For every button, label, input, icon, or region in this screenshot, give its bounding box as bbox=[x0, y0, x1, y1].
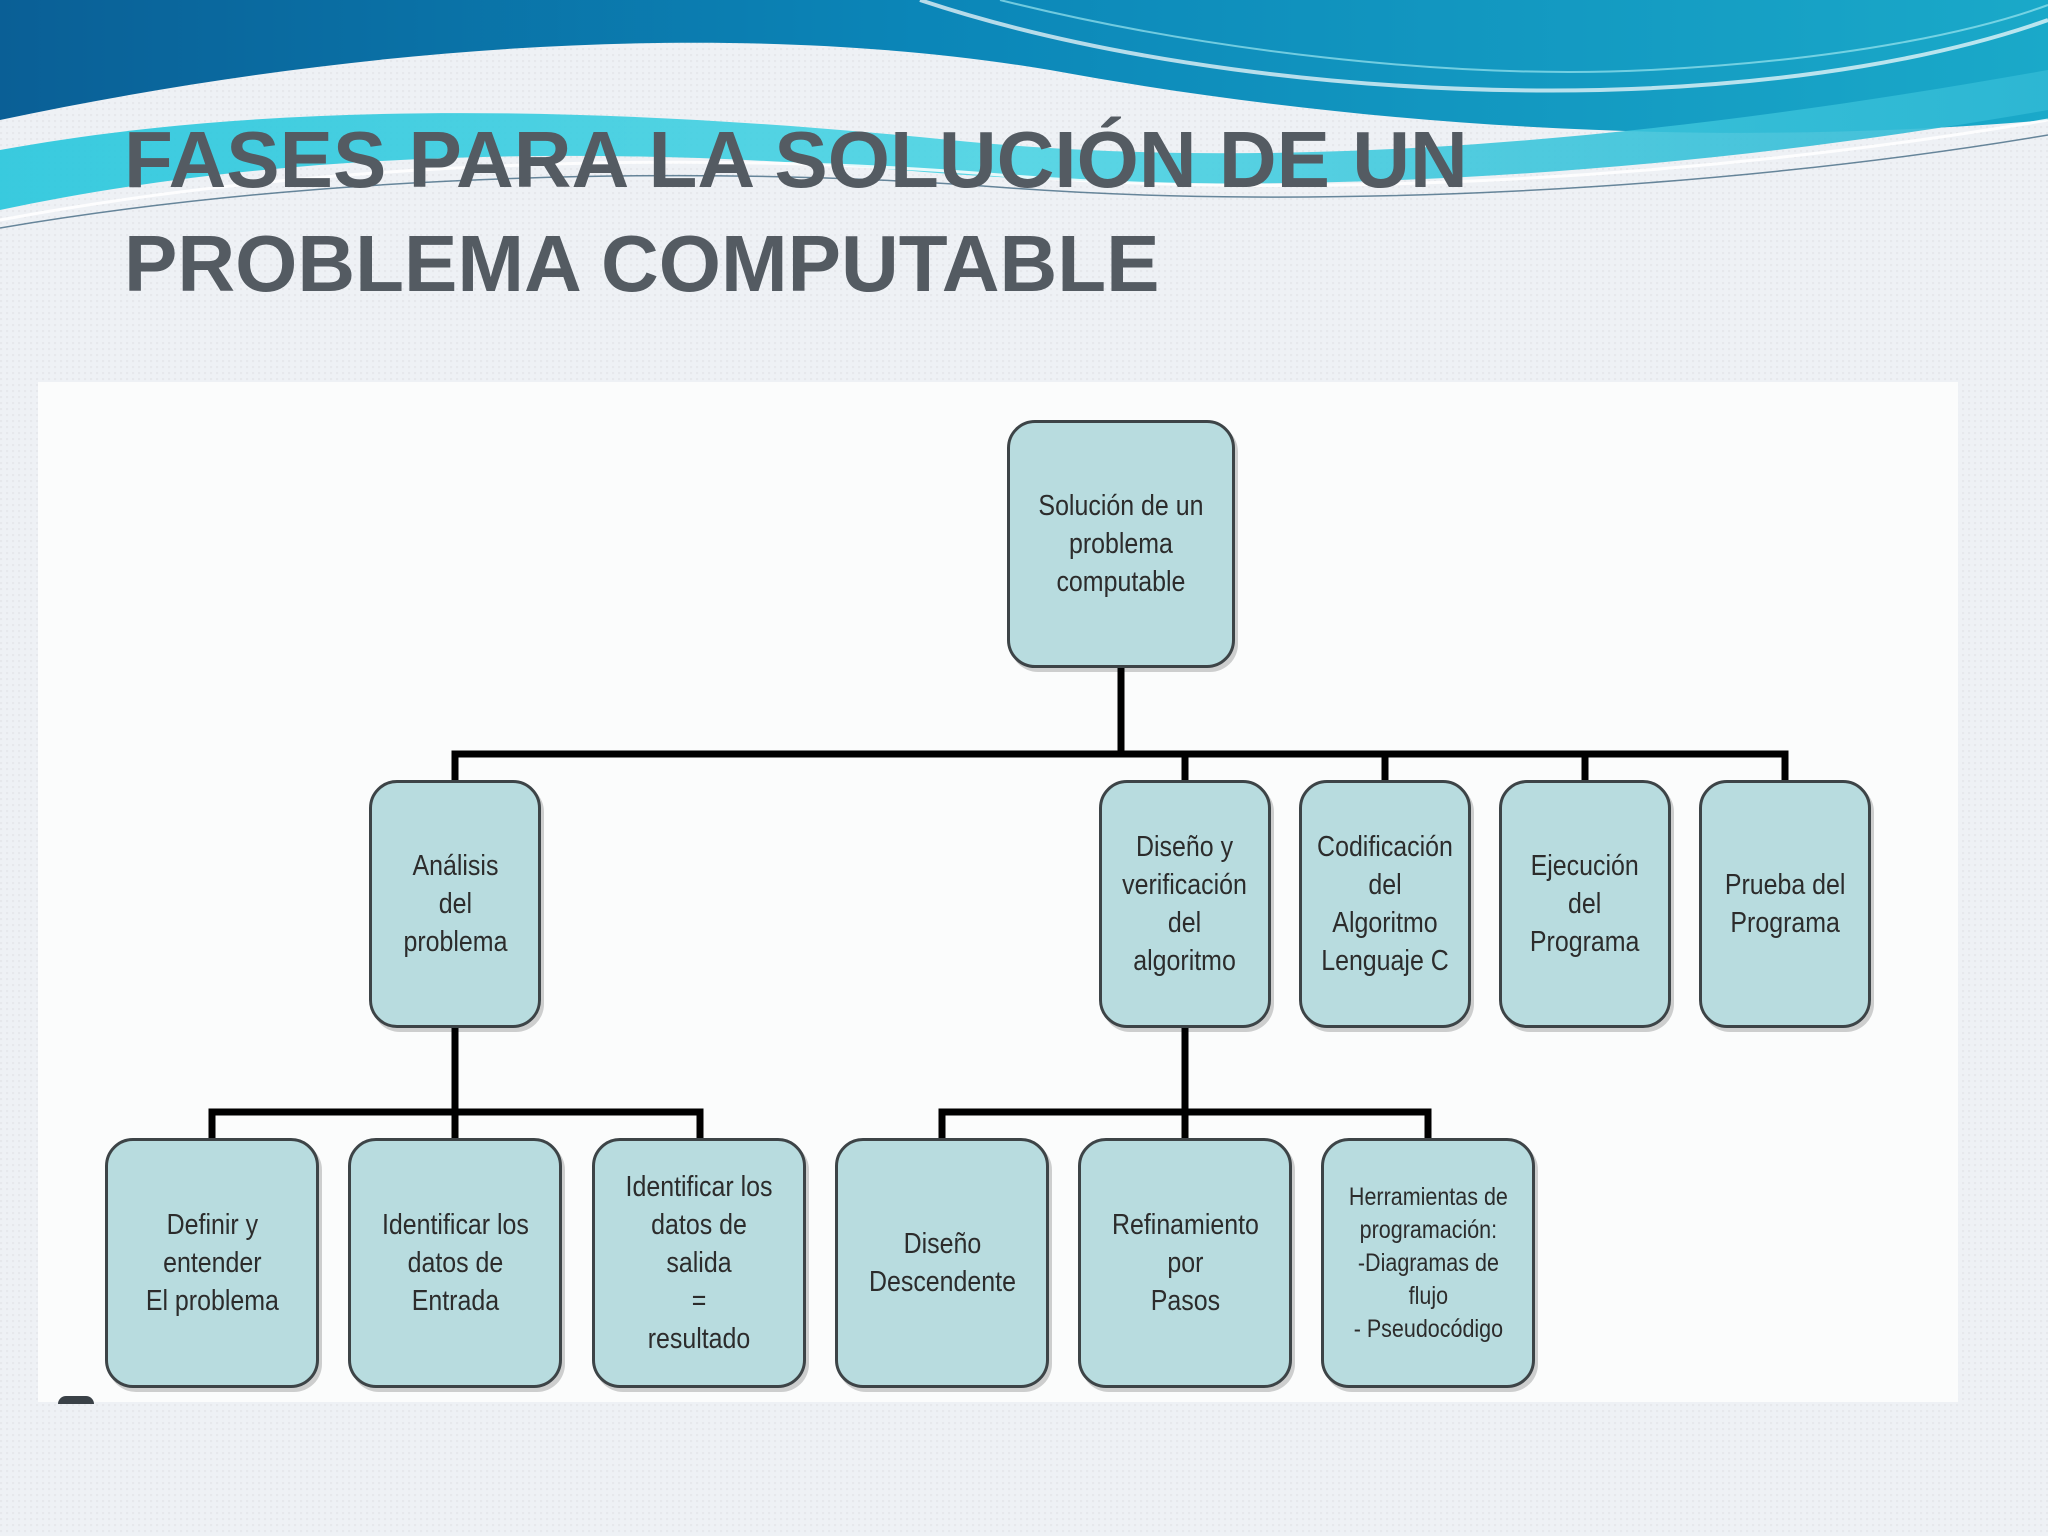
node-programming-tools-label: Herramientas de programación: -Diagramas… bbox=[1348, 1182, 1508, 1343]
node-input-data-label: Identificar los datos de Entrada bbox=[381, 1209, 529, 1317]
node-top-down-design-label: Diseño Descendente bbox=[868, 1228, 1016, 1298]
node-top-down-design: Diseño Descendente bbox=[835, 1138, 1049, 1388]
node-stepwise-refinement-label: Refinamiento por Pasos bbox=[1111, 1209, 1259, 1317]
node-design: Diseño y verificación del algoritmo bbox=[1099, 780, 1271, 1028]
slide-title-line-2: PROBLEMA COMPUTABLE bbox=[124, 219, 1160, 308]
node-define-problem-label: Definir y entender El problema bbox=[145, 1209, 279, 1317]
node-define-problem: Definir y entender El problema bbox=[105, 1138, 319, 1388]
node-testing-label: Prueba del Programa bbox=[1724, 869, 1846, 939]
node-stepwise-refinement: Refinamiento por Pasos bbox=[1078, 1138, 1292, 1388]
node-execution: Ejecución del Programa bbox=[1499, 780, 1671, 1028]
node-input-data: Identificar los datos de Entrada bbox=[348, 1138, 562, 1388]
connector-lines bbox=[208, 664, 1789, 1142]
slide-title: FASES PARA LA SOLUCIÓN DE UN PROBLEMA CO… bbox=[124, 108, 1624, 316]
node-testing: Prueba del Programa bbox=[1699, 780, 1871, 1028]
header-wave-decoration bbox=[0, 0, 2048, 229]
node-execution-label: Ejecución del Programa bbox=[1530, 850, 1640, 958]
node-output-data-label: Identificar los datos de salida = result… bbox=[625, 1171, 773, 1355]
slide-title-line-1: FASES PARA LA SOLUCIÓN DE UN bbox=[124, 115, 1468, 204]
node-root-label: Solución de un problema computable bbox=[1038, 490, 1204, 598]
node-output-data: Identificar los datos de salida = result… bbox=[592, 1138, 806, 1388]
node-coding: Codificación del Algoritmo Lenguaje C bbox=[1299, 780, 1471, 1028]
node-analysis: Análisis del problema bbox=[369, 780, 541, 1028]
node-programming-tools: Herramientas de programación: -Diagramas… bbox=[1321, 1138, 1535, 1388]
node-design-label: Diseño y verificación del algoritmo bbox=[1122, 831, 1248, 977]
node-coding-label: Codificación del Algoritmo Lenguaje C bbox=[1317, 831, 1453, 977]
diagram-panel: Solución de un problema computable Análi… bbox=[38, 382, 1958, 1402]
node-root: Solución de un problema computable bbox=[1007, 420, 1235, 668]
node-analysis-label: Análisis del problema bbox=[403, 850, 507, 958]
corner-mark bbox=[58, 1396, 94, 1404]
